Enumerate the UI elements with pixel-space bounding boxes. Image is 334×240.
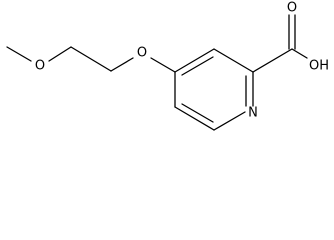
bond-ch2-o <box>110 57 134 72</box>
atom-label-oh: OH <box>309 59 329 74</box>
bond-ch2-ch2 <box>70 46 112 72</box>
bond-o-ch2 <box>48 46 72 62</box>
ring-bond-c3-c2 <box>213 48 254 73</box>
bond-c2-cooh <box>252 48 293 73</box>
ring-bond-c6-c5-inner <box>181 103 214 123</box>
ring-bond-c6-c5 <box>174 106 215 131</box>
ring-bond-c4-c3 <box>174 48 215 73</box>
bond-o-ring <box>150 57 176 73</box>
ring-bond-n-c6 <box>213 111 246 131</box>
ring-bond-c4-c3-inner <box>181 56 214 76</box>
atom-label-o-methoxy: O <box>35 59 45 74</box>
atom-label-o-carbonyl: O <box>287 1 297 16</box>
atom-label-o-ether: O <box>137 46 147 61</box>
bond-ch3-o <box>6 46 32 62</box>
bond-c-oh <box>291 48 308 59</box>
atom-label-n: N <box>248 106 258 121</box>
chemical-structure: O O O OH N <box>6 1 329 131</box>
